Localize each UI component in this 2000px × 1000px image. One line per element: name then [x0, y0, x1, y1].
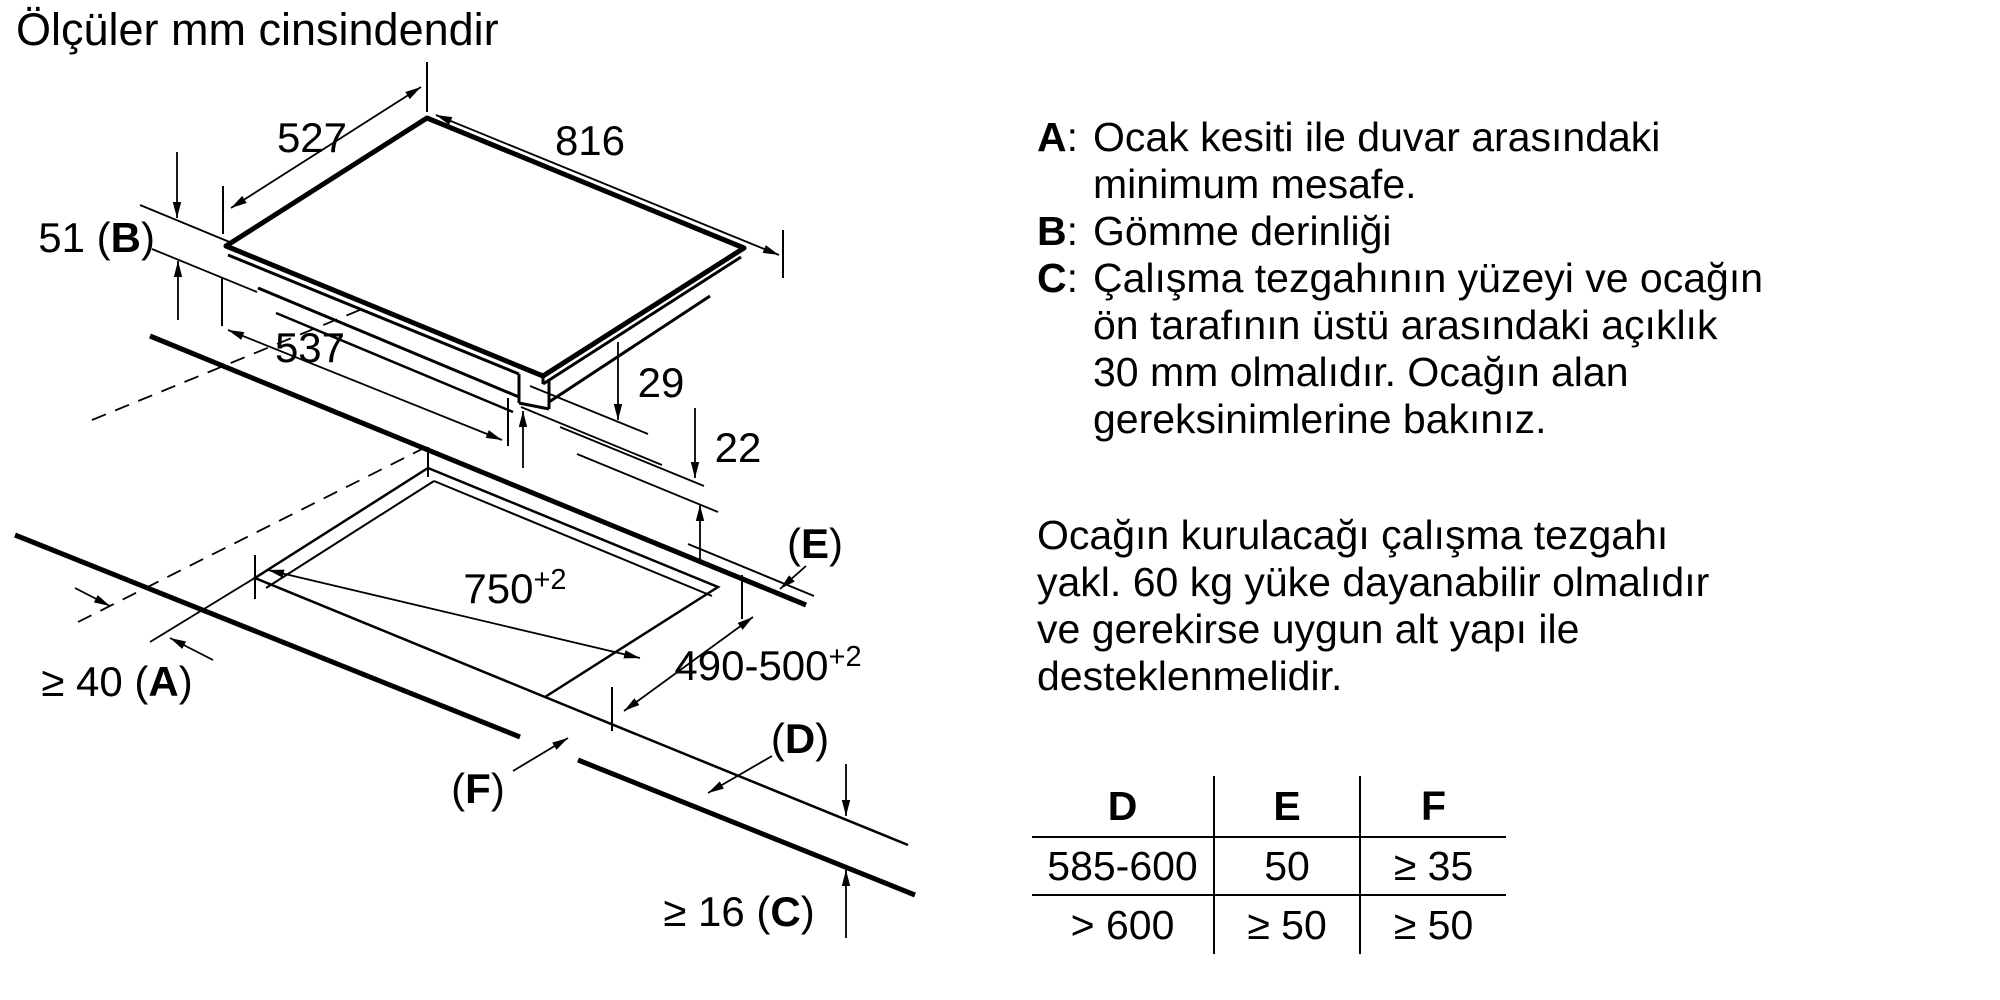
- frame-notch-bottom: [518, 401, 550, 411]
- hidden-wall-line-lower: [77, 443, 433, 623]
- glass-bottom-right-edge: [542, 255, 742, 386]
- ext-51-lower: [151, 248, 258, 293]
- page-title: Ölçüler mm cinsindendir: [16, 4, 499, 55]
- ext-29-lower: [520, 406, 663, 466]
- ext-22-upper: [559, 426, 705, 487]
- cell-e2: ≥ 50: [1213, 895, 1361, 954]
- header-e: E: [1213, 776, 1361, 838]
- arrow-a-right: [169, 637, 214, 661]
- label-f: (F): [451, 765, 505, 812]
- cutout-inner-lip-left: [265, 480, 435, 589]
- legend-key-c: C:: [1037, 255, 1079, 301]
- dimension-lines: [74, 62, 851, 938]
- worktop-front-edge-left: [14, 532, 521, 740]
- table-row: 585-600 50 ≥ 35: [1032, 837, 1506, 896]
- legend-text-b: Gömme derinliği: [1093, 208, 1392, 254]
- dim-line-537: [227, 329, 503, 441]
- ext-22-lower: [576, 453, 719, 513]
- def-spec-table: D E F 585-600 50 ≥ 35 > 600 ≥ 50 ≥ 50: [1032, 776, 1506, 954]
- dim-750-label: 750+2: [463, 564, 566, 612]
- cutout-inner-lip-right: [433, 480, 713, 597]
- table-header-row: D E F: [1032, 776, 1506, 838]
- arrow-a-left: [74, 587, 111, 607]
- dim-line-816: [435, 114, 780, 256]
- cutout-outline: [252, 466, 721, 699]
- dim-527-label: 527: [277, 114, 347, 161]
- ext-29-upper: [529, 385, 649, 435]
- dim-537-label: 537: [275, 324, 345, 371]
- dim-line-490-500: [623, 616, 754, 712]
- label-e: (E): [787, 520, 843, 567]
- dim-29-label: 29: [638, 359, 685, 406]
- ext-a-cutout: [149, 575, 259, 643]
- cell-d2: > 600: [1070, 901, 1175, 948]
- frame-top-right-edge: [548, 294, 711, 404]
- dim-490-500-label: 490-500+2: [674, 641, 861, 689]
- header-f: F: [1360, 776, 1506, 838]
- legend-item-b: B: Gömme derinliği: [1037, 208, 1763, 255]
- label-c: ≥ 16 (C): [663, 888, 814, 935]
- label-d: (D): [771, 715, 829, 762]
- cell-f2: ≥ 50: [1393, 901, 1474, 948]
- cell-e1: 50: [1213, 837, 1361, 896]
- leader-f: [512, 737, 569, 772]
- ext-51-upper: [139, 204, 233, 244]
- dim-816-label: 816: [555, 117, 625, 164]
- leader-d: [707, 755, 773, 794]
- dim-51-b-label: 51 (B): [38, 214, 155, 261]
- label-a: ≥ 40 (A): [41, 658, 192, 705]
- installation-diagram: 527 816 51 (B) 537 29 22 750+2 490-500+2…: [14, 62, 916, 938]
- dim-line-750: [267, 569, 641, 659]
- worktop-front-edge-right: [577, 757, 916, 898]
- cell-d1: 585-600: [1032, 837, 1214, 896]
- table-row: > 600 ≥ 50 ≥ 50: [1032, 895, 1506, 954]
- header-d: D: [1032, 776, 1214, 838]
- legend-key-a: A:: [1037, 114, 1079, 160]
- dim-22-label: 22: [715, 424, 762, 471]
- cutout-front-edge-extension: [544, 695, 909, 847]
- leader-e: [779, 565, 807, 590]
- cell-f1: ≥ 35: [1360, 837, 1506, 896]
- dim-line-527: [230, 86, 422, 209]
- legend-key-b: B:: [1037, 208, 1079, 254]
